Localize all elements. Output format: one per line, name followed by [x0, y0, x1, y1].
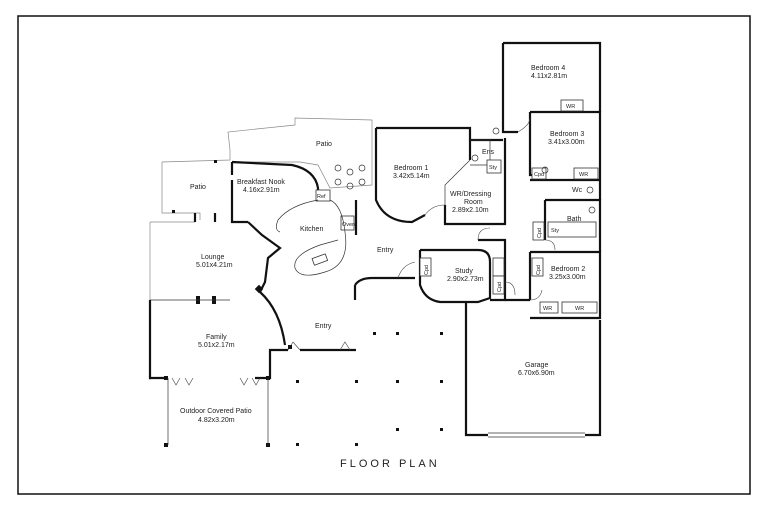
room-name-garage: Garage [525, 362, 548, 369]
label-cpd-bed3: Cpd [534, 172, 544, 178]
room-name-bedroom2: Bedroom 2 [551, 266, 585, 273]
room-name-lounge: Lounge [201, 254, 224, 261]
label-wr-bed3: WR [579, 172, 588, 178]
room-dims-bedroom3: 3.41x3.00m [548, 139, 585, 146]
room-dims-garage: 6.70x6.90m [518, 370, 555, 377]
label-wc: Wc [572, 187, 583, 194]
label-entry-upper: Entry [377, 247, 394, 254]
room-dims-lounge: 5.01x4.21m [196, 262, 233, 269]
label-entry-lower: Entry [315, 323, 332, 330]
room-dims-bedroom2: 3.25x3.00m [549, 274, 586, 281]
room-name-family: Family [206, 334, 227, 341]
label-patio-top: Patio [316, 141, 332, 148]
room-dims-breakfast: 4.16x2.91m [243, 187, 280, 194]
walls [148, 41, 602, 437]
label-cpd-study2: Cpd [497, 282, 503, 292]
label-kitchen: Kitchen [300, 226, 323, 233]
room-name-study: Study [455, 268, 473, 275]
room-name-bedroom1: Bedroom 1 [394, 165, 428, 172]
room-dims-family: 5.01x2.17m [198, 342, 235, 349]
room-dims-outdoor-patio: 4.82x3.20m [198, 417, 235, 424]
label-wr-bed4: WR [566, 104, 575, 110]
patio-outlines [149, 117, 373, 380]
garage-door [488, 432, 585, 438]
room-name-bedroom4: Bedroom 4 [531, 65, 565, 72]
plan-title: FLOOR PLAN [340, 458, 440, 470]
room-dims-bedroom1: 3.42x5.14m [393, 173, 430, 180]
room-name-breakfast: Breakfast Nook [237, 179, 285, 186]
label-ens: Ens [482, 149, 495, 156]
label-wr-bed2b: WR [575, 306, 584, 312]
label-wr-bed2: WR [543, 306, 552, 312]
room-name-outdoor-patio: Outdoor Covered Patio [180, 408, 252, 415]
label-cpd-bed2: Cpd [536, 265, 542, 275]
room-name-wr-dressing: WR/Dressing [450, 191, 491, 198]
label-sty-ens: Sty [489, 165, 497, 171]
label-sty-bath: Sty [551, 228, 559, 234]
posts [164, 160, 443, 447]
room-dims-bedroom4: 4.11x2.81m [531, 73, 567, 80]
label-cpd-study: Cpd [424, 265, 430, 275]
room-labels: Bedroom 4 4.11x2.81m Bedroom 3 3.41x3.00… [180, 65, 588, 424]
label-cpd-bath: Cpd [537, 228, 543, 238]
interior-details [150, 99, 599, 386]
label-oven: Oven [342, 222, 355, 228]
label-bath: Bath [567, 216, 582, 223]
room-name-bedroom3: Bedroom 3 [550, 131, 584, 138]
label-ref: Ref [317, 194, 326, 200]
room-name2-wr-dressing: Room [464, 199, 483, 206]
room-dims-study: 2.90x2.73m [447, 276, 484, 283]
label-patio-left: Patio [190, 184, 206, 191]
page-frame [17, 15, 751, 495]
room-dims-wr-dressing: 2.89x2.10m [452, 207, 489, 214]
